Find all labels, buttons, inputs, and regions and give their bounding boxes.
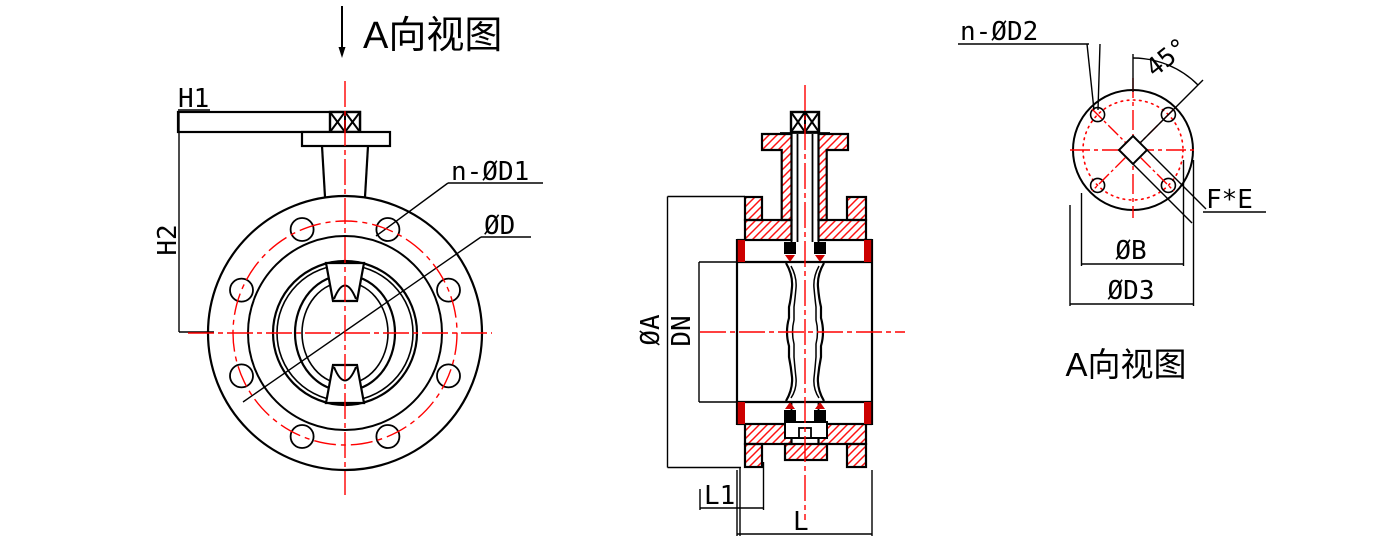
dim-n-d2-label: n-ØD2 (960, 17, 1038, 47)
body-shoulder-top-right (845, 195, 868, 222)
dim-n-d2: n-ØD2 (958, 17, 1101, 111)
top-flange-holes (1089, 106, 1177, 194)
section-view: ØA DN L1 L (636, 85, 905, 537)
dim-fe-label: F*E (1206, 185, 1253, 215)
front-view-centerlines (188, 81, 492, 495)
neck-section-right (817, 132, 850, 222)
dim-dn-label: DN (667, 315, 697, 346)
down-arrow-icon (338, 47, 346, 58)
bolt-circle-centerline (232, 220, 458, 446)
section-centerlines (700, 85, 905, 520)
dim-h1-label: H1 (178, 84, 209, 114)
neck-flange (300, 130, 392, 148)
dim-n-d1: n-ØD1 (375, 157, 543, 237)
dim-l (736, 470, 873, 536)
bottom-stem-boss (784, 421, 828, 439)
dim-angle-45: 45° (1132, 32, 1204, 144)
dim-body-diameter (666, 195, 745, 469)
dim-h2-label: H2 (153, 224, 183, 255)
seat-rings (737, 240, 872, 424)
bolt-holes (229, 217, 461, 449)
body-shoulder-top-left (743, 195, 764, 222)
stem-bore-lines (780, 132, 830, 422)
dim-b (1080, 160, 1185, 266)
dim-l1-label: L1 (704, 481, 735, 511)
body-slab-top-right (817, 218, 868, 242)
view-direction-title: A向视图 (363, 15, 502, 57)
front-view: H1 H2 n-ØD1 ØD (153, 81, 543, 495)
valve-neck (320, 145, 370, 198)
body-shoulder-bottom-left (743, 442, 764, 469)
dim-stem-square: F*E (1132, 149, 1266, 224)
dim-d3 (1069, 160, 1195, 306)
dim-d: ØD (242, 211, 531, 403)
dim-d-label: ØD (484, 211, 515, 241)
body-slab-top-left (743, 218, 793, 242)
dim-h1: H1 (178, 84, 210, 114)
neck-section-left (760, 132, 793, 222)
a-direction-view: 45° n-ØD2 F*E ØB ØD3 A (958, 17, 1266, 383)
dim-d3-label: ØD3 (1108, 276, 1155, 306)
body-bottom-pad (783, 442, 829, 462)
dim-h2: H2 (153, 112, 214, 333)
dim-b-label: ØB (1115, 236, 1146, 266)
dim-a-label: ØA (636, 314, 666, 346)
dim-l-label: L (793, 507, 809, 537)
body-shoulder-bottom-right (845, 442, 868, 469)
view-direction-marker: A向视图 (338, 6, 502, 58)
dim-nominal-bore (698, 261, 737, 403)
a-view-caption: A向视图 (1065, 346, 1186, 383)
packing-blocks (784, 242, 826, 422)
dim-n-d1-label: n-ØD1 (451, 157, 529, 187)
dim-l1 (699, 462, 765, 536)
